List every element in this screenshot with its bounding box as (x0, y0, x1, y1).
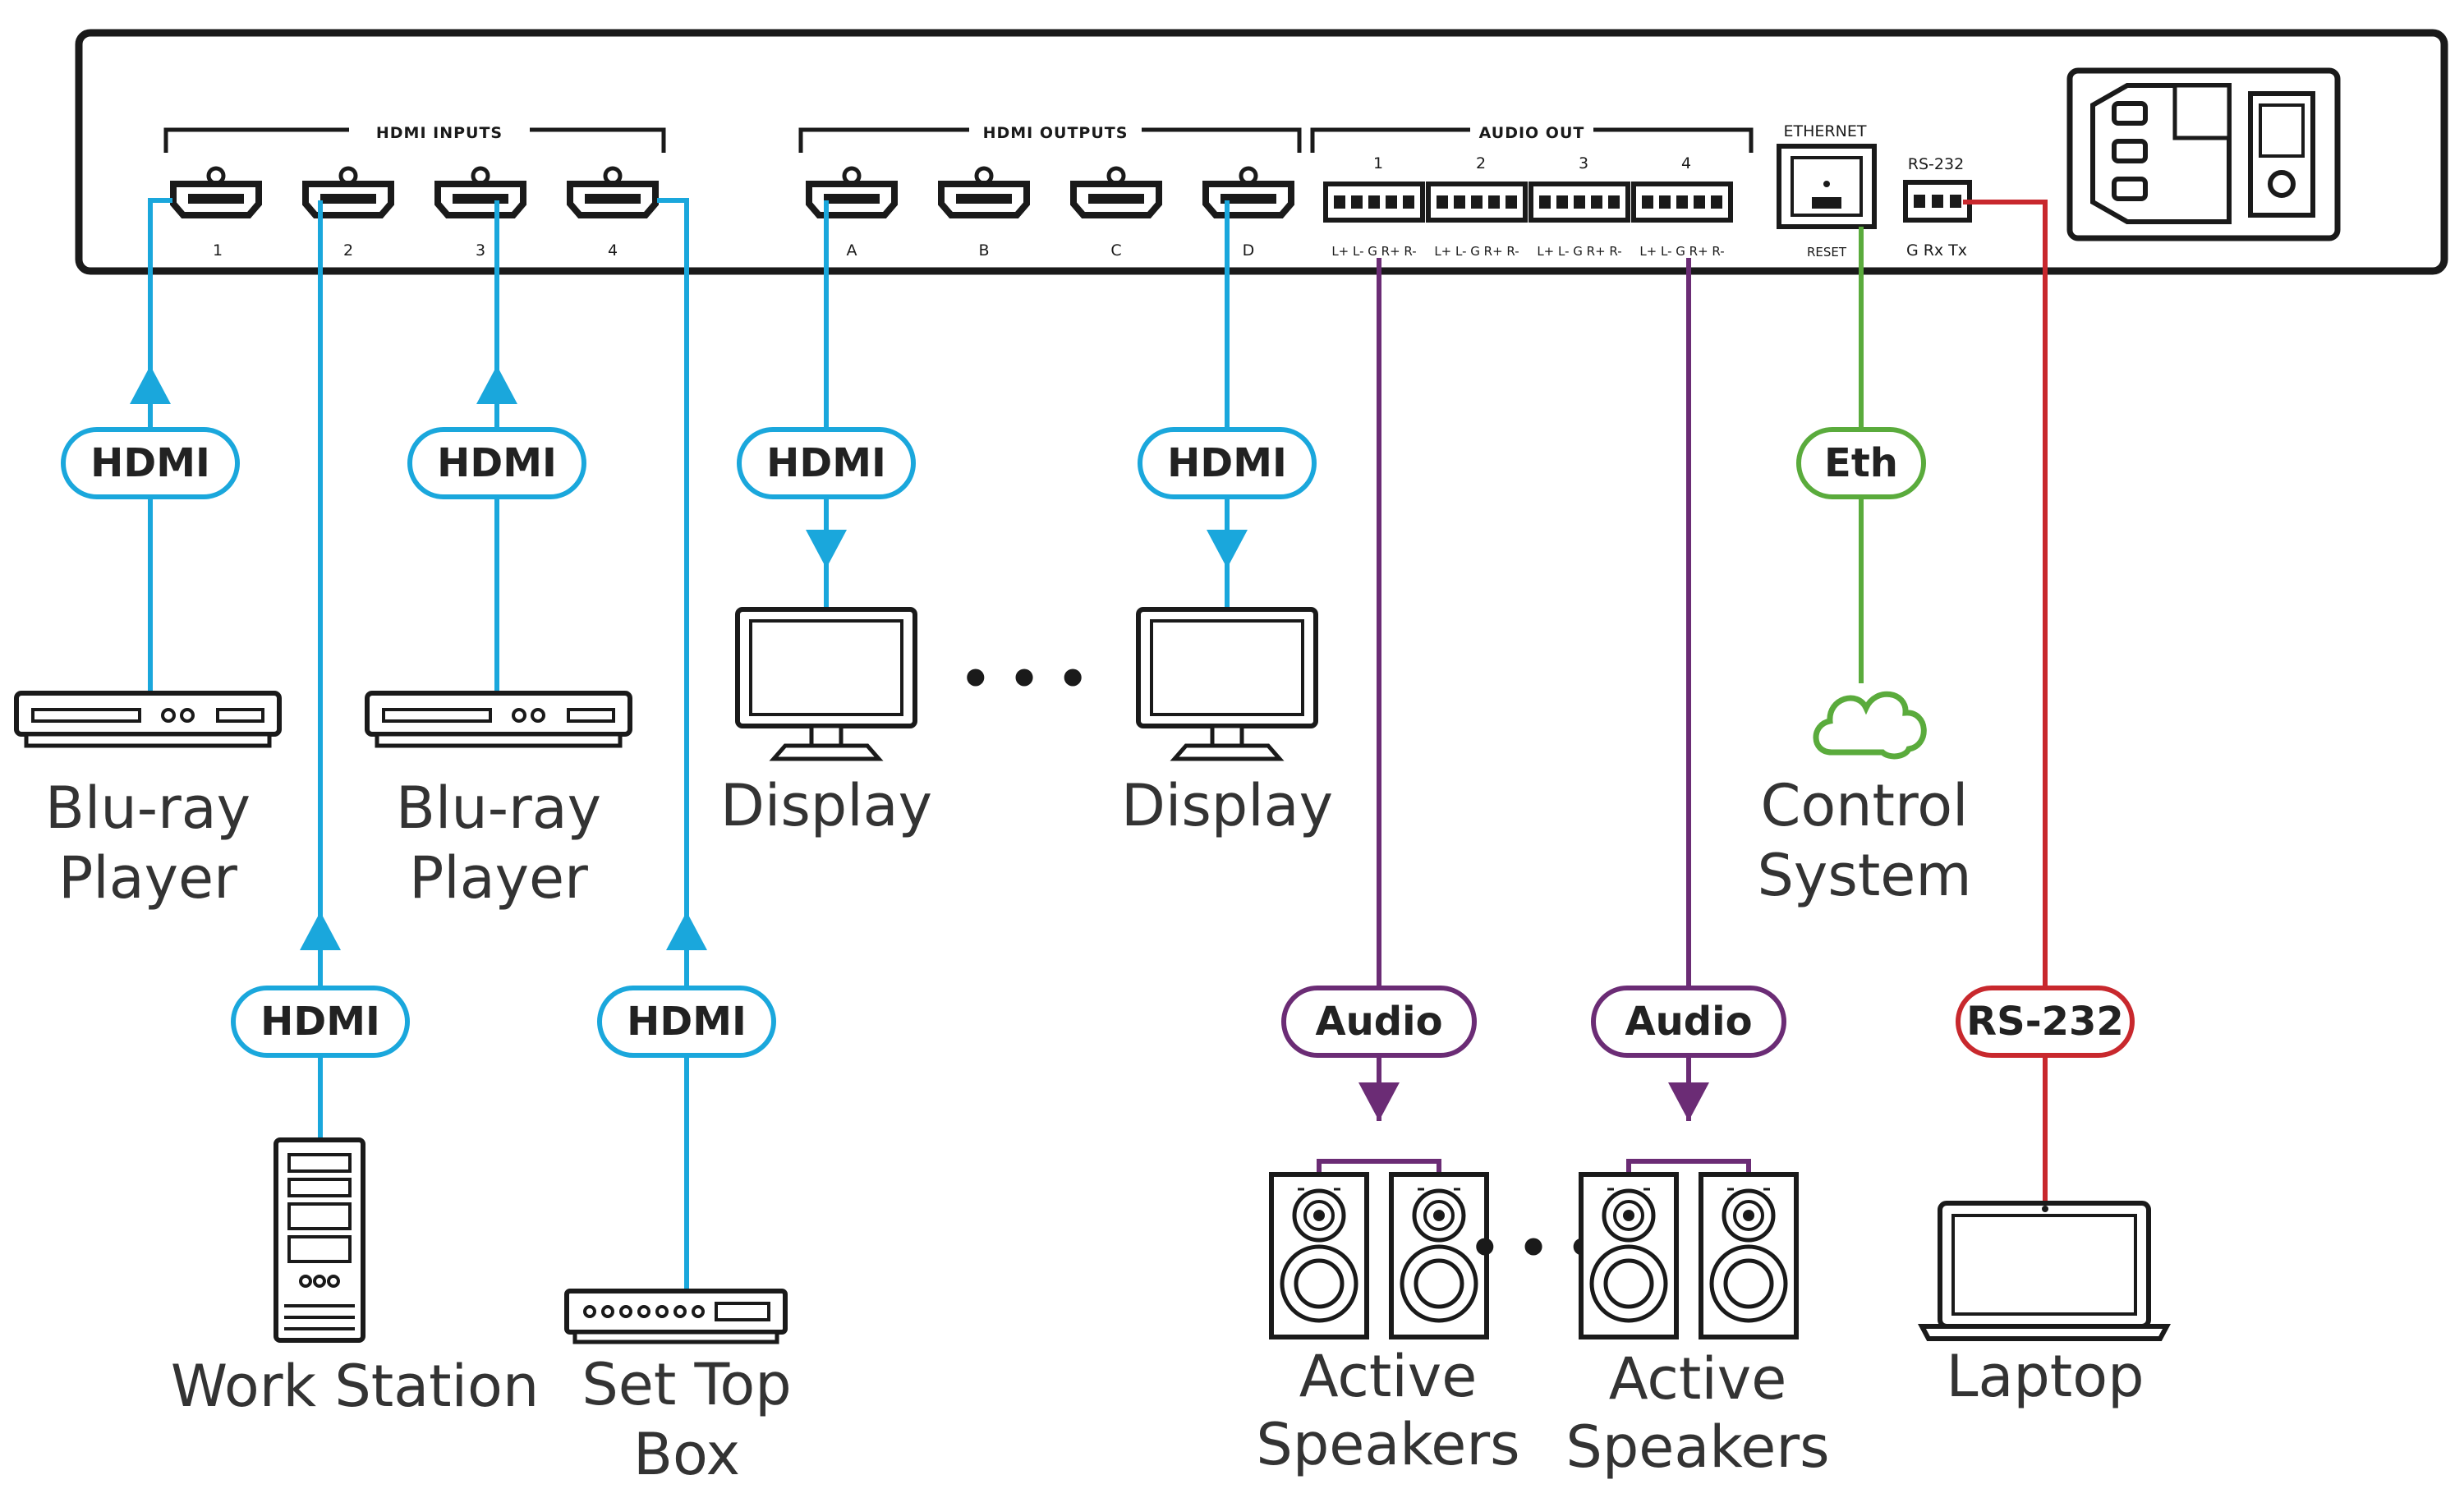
bluray-player-icon (16, 693, 279, 746)
input-port-number: 1 (213, 241, 223, 260)
hdmi-cable-input-1 (148, 198, 172, 694)
workstation-label: Work Station (171, 1353, 539, 1420)
audio-port-number: 2 (1476, 154, 1486, 172)
cable-label-audio-1: Audio (1281, 986, 1477, 1058)
cable-label-hdmi-output-d: HDMI (1138, 427, 1317, 499)
speaker-icon (1701, 1174, 1796, 1337)
workstation-icon (274, 1137, 365, 1343)
audio-port-number: 3 (1579, 154, 1588, 172)
display-1-label: Display (720, 772, 932, 839)
control-system-label: System (1757, 842, 1971, 909)
rs232-cable (1963, 200, 2048, 1203)
cable-label-hdmi-input-4: HDMI (597, 986, 776, 1058)
hdmi-outputs-label: HDMI OUTPUTS (983, 124, 1129, 142)
svg-text:HDMI: HDMI (260, 999, 380, 1045)
audio-out-label: AUDIO OUT (1479, 124, 1585, 142)
audio-pin-labels: L+ L- G R+ R- (1434, 244, 1519, 259)
cable-label-hdmi-input-1: HDMI (61, 427, 240, 499)
audio-terminal-3 (1531, 184, 1628, 220)
audio-terminal-4 (1634, 184, 1731, 220)
svg-text:Audio: Audio (1625, 999, 1752, 1045)
svg-text:HDMI: HDMI (90, 440, 210, 486)
rs232-label: RS-232 (1908, 155, 1964, 173)
set-top-box-label: Box (633, 1421, 740, 1488)
active-speakers-1-label: Active (1299, 1343, 1478, 1410)
input-port-number: 2 (343, 241, 353, 260)
cloud-icon (1813, 691, 1927, 760)
svg-text:RS-232: RS-232 (1966, 999, 2124, 1045)
bluray-player-1-label: Player (58, 844, 237, 912)
cable-label-hdmi-output-a: HDMI (737, 427, 916, 499)
set-top-box-icon (564, 1289, 788, 1344)
laptop-icon (1918, 1201, 2171, 1341)
ethernet-label: ETHERNET (1784, 122, 1867, 140)
bluray-player-2-label: Blu-ray (396, 774, 601, 842)
input-port-number: 3 (476, 241, 485, 260)
speaker-icon (1271, 1174, 1367, 1337)
audio-terminal-1 (1326, 184, 1423, 220)
active-speakers-2-label: Active (1609, 1345, 1787, 1413)
svg-text:HDMI: HDMI (627, 999, 747, 1045)
bluray-player-1-label: Blu-ray (45, 774, 251, 842)
svg-text:HDMI: HDMI (1167, 440, 1287, 486)
cable-label-audio-4: Audio (1591, 986, 1786, 1058)
svg-text:Eth: Eth (1824, 440, 1898, 486)
power-module (2066, 67, 2341, 241)
active-speakers-1-label: Speakers (1256, 1411, 1519, 1478)
output-port-letter: A (847, 241, 857, 260)
display-icon (1138, 609, 1316, 759)
set-top-box-label: Set Top (582, 1351, 791, 1418)
output-port-letter: D (1243, 241, 1255, 260)
svg-text:HDMI: HDMI (766, 440, 886, 486)
display-icon (738, 609, 915, 759)
bluray-player-2-label: Player (409, 844, 588, 912)
ellipsis: • • • (960, 650, 1089, 708)
audio-terminal-2 (1428, 184, 1525, 220)
cable-label-rs232: RS-232 (1956, 986, 2135, 1058)
bluray-player-icon (367, 693, 630, 746)
device-rear-panel: HDMI INPUTS 1 2 3 4 HDMI OUTPUTS A B C D… (75, 29, 2448, 275)
hdmi-cable-input-4 (657, 198, 689, 1289)
ellipsis: • • • (1469, 1220, 1598, 1277)
audio-port-number: 4 (1681, 154, 1691, 172)
cable-label-eth: Eth (1796, 427, 1926, 499)
output-port-letter: B (978, 241, 989, 260)
reset-label: RESET (1807, 245, 1847, 260)
active-speakers-2-label: Speakers (1565, 1413, 1829, 1481)
audio-pin-labels: L+ L- G R+ R- (1331, 244, 1416, 259)
control-system-label: Control (1760, 772, 1968, 839)
rs232-pin-labels: G Rx Tx (1906, 241, 1967, 260)
input-port-number: 4 (608, 241, 618, 260)
rs232-terminal (1903, 180, 1972, 223)
hdmi-arrows (130, 365, 1248, 950)
audio-pin-labels: L+ L- G R+ R- (1639, 244, 1724, 259)
ethernet-port (1777, 144, 1877, 229)
audio-arrows (1358, 1082, 1709, 1121)
hdmi-inputs-label: HDMI INPUTS (376, 124, 503, 142)
display-2-label: Display (1121, 772, 1333, 839)
svg-text:HDMI: HDMI (437, 440, 557, 486)
cable-label-hdmi-input-2: HDMI (231, 986, 410, 1058)
svg-text:Audio: Audio (1315, 999, 1442, 1045)
audio-cables (1317, 258, 1751, 1174)
audio-port-number: 1 (1373, 154, 1383, 172)
audio-pin-labels: L+ L- G R+ R- (1537, 244, 1621, 259)
output-port-letter: C (1110, 241, 1121, 260)
speaker-icon (1581, 1174, 1676, 1337)
cable-label-hdmi-input-3: HDMI (407, 427, 586, 499)
laptop-label: Laptop (1946, 1343, 2144, 1410)
hdmi-cables (148, 198, 1230, 1289)
